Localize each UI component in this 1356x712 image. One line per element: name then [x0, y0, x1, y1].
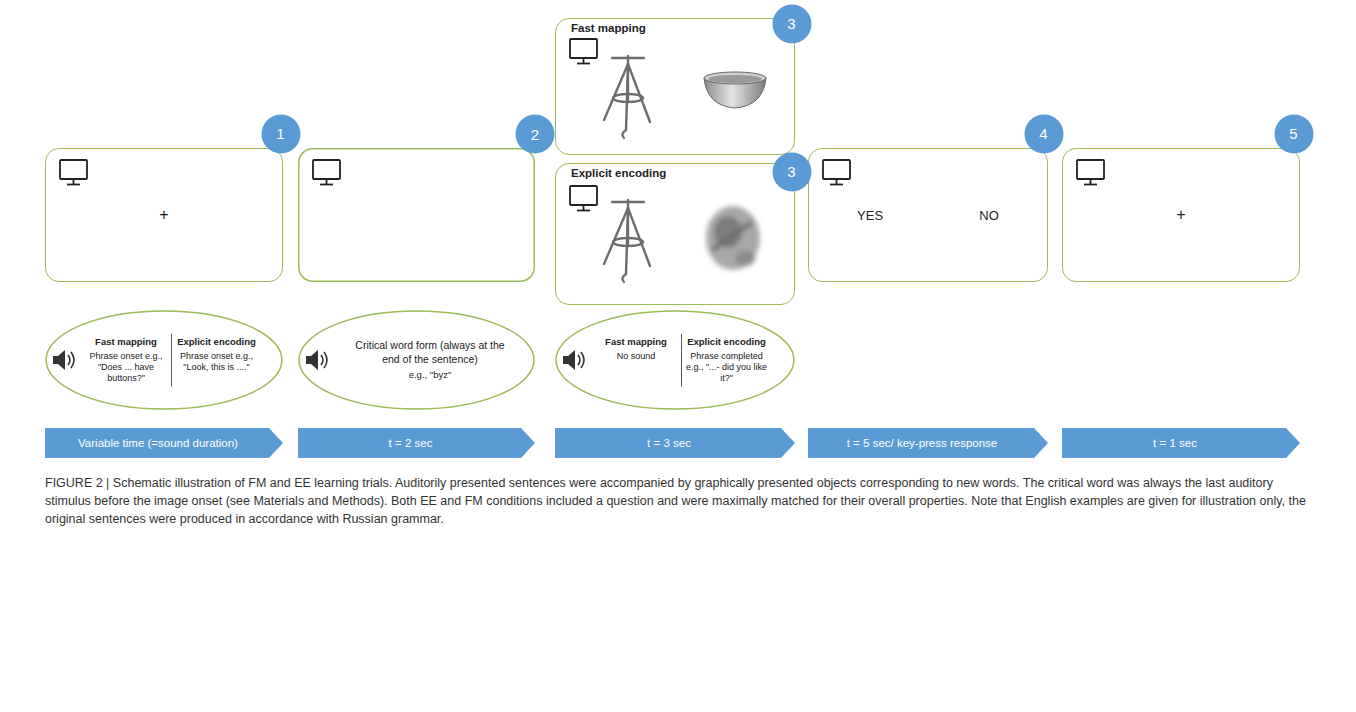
phrase-cell: Phrase onset e.g., "Look, this is ....": [171, 351, 261, 387]
blurred-object: [706, 206, 760, 270]
column-header: Fast mapping: [591, 334, 681, 351]
circle-shape: [772, 152, 811, 191]
blank-screen-panel: [299, 149, 535, 282]
duration-label: t = 1 sec: [1153, 437, 1197, 449]
ellipse-shape: [46, 311, 282, 409]
word-description: Critical word form (always at the end of…: [350, 339, 510, 366]
step-number: 3: [772, 4, 812, 44]
bowl-rim: [704, 72, 766, 84]
novel-object: [604, 56, 650, 138]
speaker-icon: [306, 350, 327, 370]
time-arrow: t = 2 sec: [298, 428, 535, 458]
phrase-cell: Phrase onset e.g., "Does ... have button…: [81, 351, 171, 387]
column-header: Fast mapping: [81, 334, 171, 351]
fixation-cross: +: [159, 206, 168, 224]
caption-box: FIGURE 2 | Schematic illustration of FM …: [45, 474, 1311, 528]
figure-caption: FIGURE 2 | Schematic illustration of FM …: [45, 476, 1306, 526]
word-example: e.g., "byz": [350, 369, 510, 381]
step-number: 1: [261, 114, 301, 154]
blur-part: [712, 222, 752, 250]
column-header: Explicit encoding: [171, 334, 261, 351]
oval-text: Critical word form (always at the end of…: [350, 339, 510, 382]
screen-panel: Fast mapping3: [555, 18, 795, 155]
arrow-shape: [555, 428, 795, 458]
response-option: YES: [857, 208, 883, 223]
step-digit: 3: [787, 163, 795, 180]
monitor-icon: [60, 160, 87, 185]
duration-label: Variable time (=sound duration): [78, 437, 238, 449]
condition-title: Explicit encoding: [571, 167, 794, 179]
phrase-cell: No sound: [591, 351, 681, 387]
step-digit: 2: [531, 126, 539, 143]
ellipse-shape: [556, 311, 794, 409]
time-arrow: t = 1 sec: [1062, 428, 1300, 458]
step-number: 2: [515, 114, 555, 154]
arrow-shape: [808, 428, 1048, 458]
monitor-icon: [570, 39, 597, 64]
arrow-shape: [1062, 428, 1300, 458]
screen-panel: +1: [45, 148, 283, 282]
response-screen: YESNO4: [808, 148, 1048, 282]
circle-shape: [261, 114, 300, 153]
condition-title: Fast mapping: [571, 22, 794, 34]
ellipse-shape: [299, 311, 534, 409]
step-number: 4: [1024, 114, 1064, 154]
screen-panel: Explicit encoding3: [555, 163, 795, 305]
time-arrow: t = 3 sec: [555, 428, 795, 458]
screen-panel: +5: [1062, 148, 1300, 282]
monitor-icon: [313, 160, 340, 185]
circle-shape: [1274, 114, 1313, 153]
speaker-icon: [563, 350, 584, 370]
circle-shape: [1024, 114, 1063, 153]
monitor-icon: [1077, 160, 1104, 185]
blur-part: [706, 206, 760, 270]
column-header: Explicit encoding: [681, 334, 771, 351]
circle-shape: [772, 4, 811, 43]
step-digit: 5: [1289, 125, 1297, 142]
response-option: NO: [979, 208, 999, 223]
oval-table: Fast mappingExplicit encodingNo soundPhr…: [591, 334, 771, 387]
speaker-icon: [53, 350, 74, 370]
blur-part: [735, 250, 755, 266]
phrase-cell: Phrase completed e.g., "...- did you lik…: [681, 351, 771, 387]
bowl-inside: [708, 75, 762, 83]
fixation-cross: +: [1176, 206, 1185, 224]
duration-label: t = 5 sec/ key-press response: [847, 437, 998, 449]
time-arrow: Variable time (=sound duration): [45, 428, 283, 458]
duration-label: t = 2 sec: [389, 437, 433, 449]
duration-label: t = 3 sec: [647, 437, 691, 449]
audio-oval: Fast mappingExplicit encodingPhrase onse…: [45, 310, 283, 410]
novel-object: [604, 200, 650, 282]
step-number: 5: [1274, 114, 1314, 154]
arrow-shape: [298, 428, 535, 458]
monitor-icon: [570, 186, 597, 211]
audio-oval: Fast mappingExplicit encodingNo soundPhr…: [555, 310, 795, 410]
audio-oval: Critical word form (always at the end of…: [298, 310, 535, 410]
step-digit: 1: [276, 125, 284, 142]
step-number: 3: [772, 152, 812, 192]
known-object-bowl: [704, 72, 766, 108]
step-digit: 4: [1039, 125, 1047, 142]
arrow-shape: [45, 428, 283, 458]
circle-shape: [516, 115, 555, 154]
oval-table: Fast mappingExplicit encodingPhrase onse…: [81, 334, 261, 387]
time-arrow: t = 5 sec/ key-press response: [808, 428, 1048, 458]
monitor-icon: [823, 160, 850, 185]
step-digit: 3: [787, 15, 795, 32]
